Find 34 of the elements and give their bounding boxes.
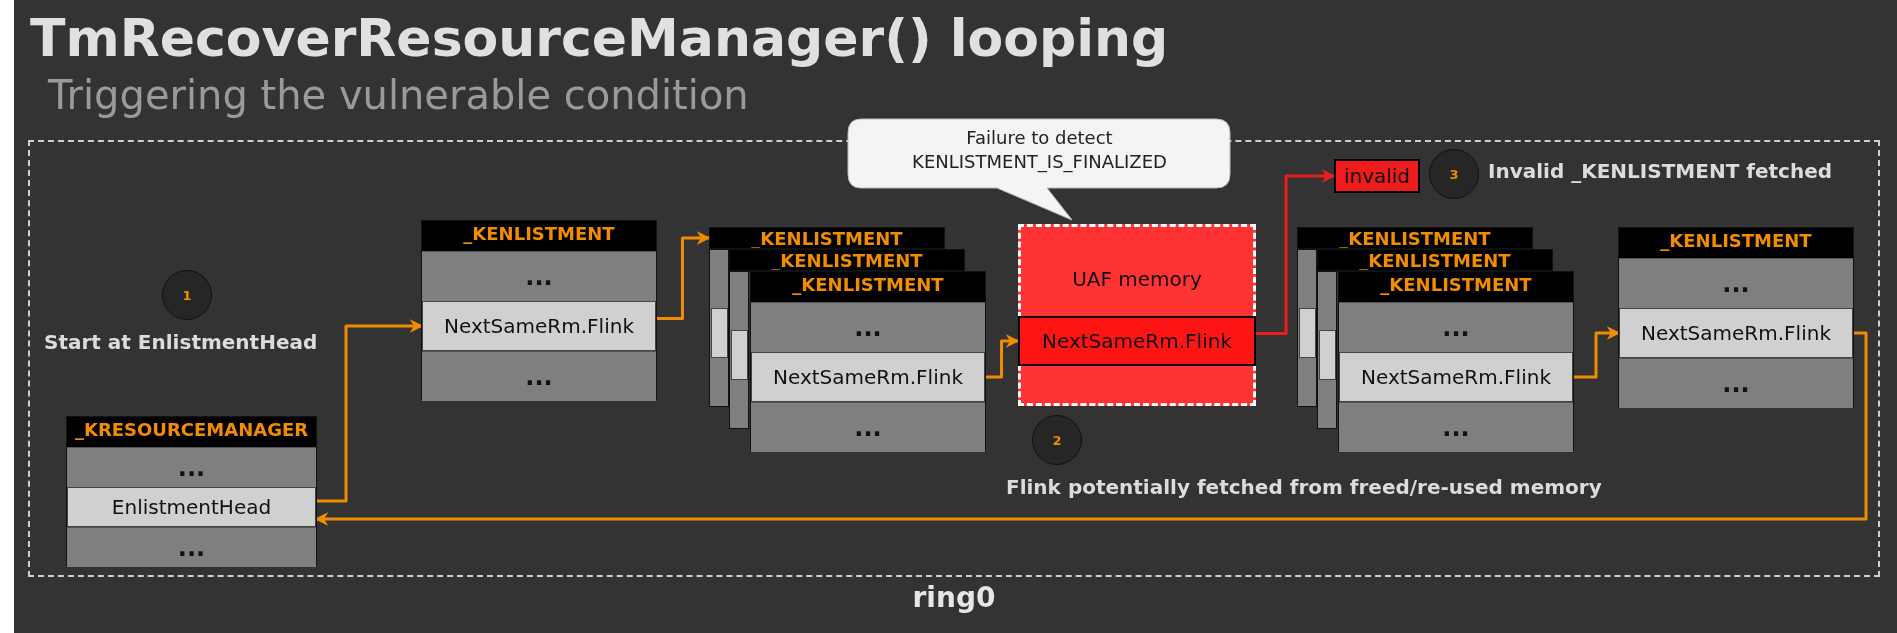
struct-card [421, 220, 657, 400]
step-caption: Invalid _KENLISTMENT fetched [1488, 159, 1833, 183]
subtitle: Triggering the vulnerable condition [48, 72, 749, 118]
invalid-tag: invalid [1334, 159, 1420, 193]
step-caption: Start at EnlistmentHead [44, 330, 318, 354]
ellipsis-row: ... [1339, 402, 1573, 452]
arrow [656, 231, 711, 320]
region-label: ring0 [911, 581, 997, 614]
uaf-memory-box [1018, 224, 1256, 406]
arrow [985, 334, 1020, 379]
struct-header: _KENLISTMENT [422, 221, 656, 251]
struct-card [750, 271, 986, 451]
struct-field: NextSameRm.Flink [422, 301, 656, 351]
struct-field: NextSameRm.Flink [1339, 352, 1573, 402]
struct-card [1338, 271, 1574, 451]
ellipsis-row: ... [1619, 358, 1853, 408]
title: TmRecoverResourceManager() looping [30, 8, 1169, 68]
step-caption: Flink potentially fetched from freed/re-used memory [1006, 475, 1602, 499]
struct-header: _KENLISTMENT [751, 272, 985, 302]
struct-field: EnlistmentHead [67, 487, 316, 527]
struct-card [1618, 227, 1854, 407]
struct-field: NextSameRm.Flink [1018, 316, 1256, 366]
struct-field: NextSameRm.Flink [1619, 308, 1853, 358]
ellipsis-row: ... [422, 351, 656, 401]
callout-text: Failure to detect KENLISTMENT_IS_FINALIZED [911, 126, 1168, 174]
box-label: UAF memory [1071, 267, 1203, 291]
struct-card [66, 416, 317, 566]
arrow [1256, 169, 1336, 335]
struct-header: _KRESOURCEMANAGER [67, 417, 316, 447]
ellipsis-row: ... [67, 527, 316, 567]
ellipsis-row: ... [751, 402, 985, 452]
struct-header: _KENLISTMENT [1339, 272, 1573, 302]
struct-field: NextSameRm.Flink [751, 352, 985, 402]
struct-header: _KENLISTMENT [1619, 228, 1853, 258]
